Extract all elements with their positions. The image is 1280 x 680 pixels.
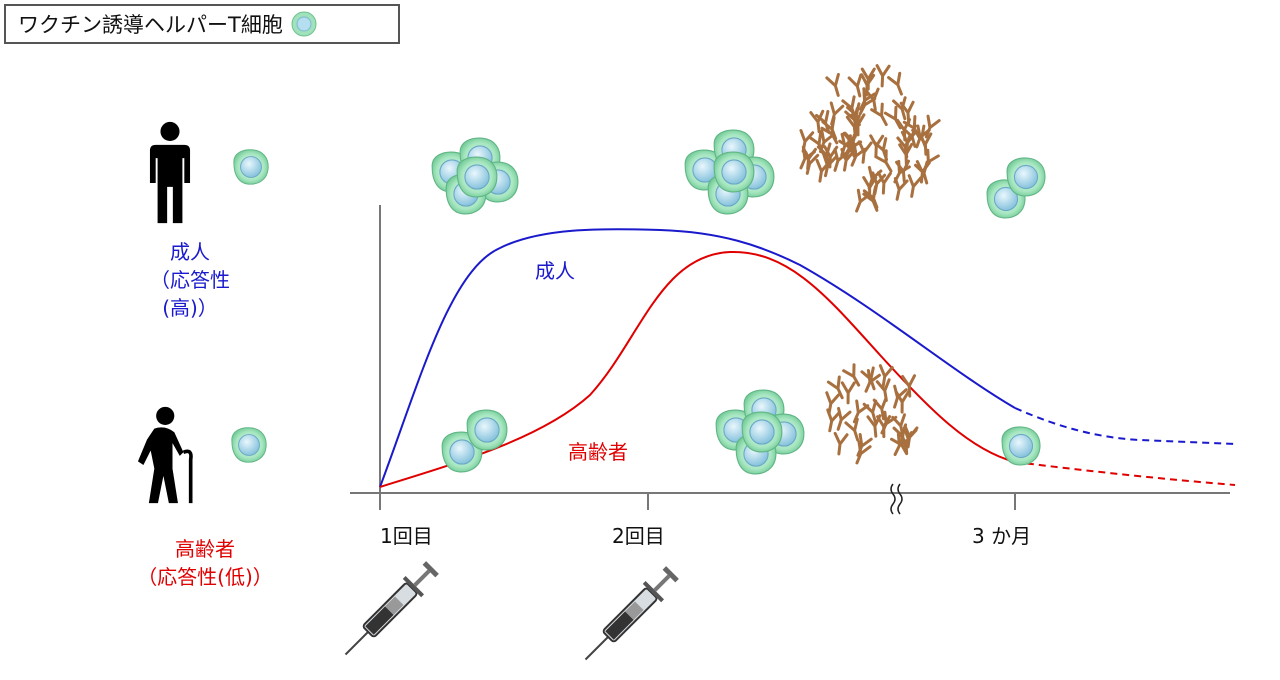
antibody-icon xyxy=(831,431,849,457)
adult-curve-label: 成人 xyxy=(535,259,575,283)
elderly-t-cell-single xyxy=(1001,426,1041,466)
adult-t-cell-cluster-1 xyxy=(431,137,519,215)
adult-t-cell-cluster-2 xyxy=(684,129,775,215)
adult-antibody-cluster xyxy=(793,64,941,215)
adult-label: 成人 xyxy=(170,240,210,264)
adult-t-cell-icon xyxy=(233,149,269,185)
elderly-response-projection xyxy=(1014,461,1236,486)
adult-response-curve xyxy=(379,228,1016,488)
antibody-icon xyxy=(793,145,816,172)
helper-t-cell-icon xyxy=(291,11,317,37)
elderly-person-icon xyxy=(135,404,193,506)
antibody-icon xyxy=(904,174,923,199)
elderly-response-label: （応答性(低)） xyxy=(137,565,273,589)
legend-title: ワクチン誘導ヘルパーT細胞 xyxy=(18,13,283,37)
antibody-icon xyxy=(821,391,841,417)
first-dose-syringe-icon xyxy=(334,556,444,666)
antibody-icon xyxy=(901,374,918,398)
adult-group-label: 成人 （応答性(高)） xyxy=(130,238,250,322)
antibody-icon xyxy=(887,71,909,98)
elderly-t-cell-icon xyxy=(231,427,267,463)
adult-t-cell-cluster-3 xyxy=(986,157,1046,219)
legend-box: ワクチン誘導ヘルパーT細胞 xyxy=(4,4,400,44)
second-dose-syringe-icon xyxy=(574,561,684,671)
elderly-t-cell-cluster-2 xyxy=(715,389,805,475)
elderly-curve-label: 高齢者 xyxy=(568,440,628,464)
antibody-icon xyxy=(830,406,852,433)
adult-response-label: （応答性(高)） xyxy=(150,268,230,320)
tick-label-3months: 3 か月 xyxy=(972,524,1032,548)
antibody-icon xyxy=(860,366,882,393)
adult-response-projection xyxy=(1014,407,1236,445)
axis-break-icon xyxy=(890,483,903,515)
elderly-t-cell-cluster-1 xyxy=(441,409,508,473)
antibody-icon xyxy=(840,381,856,405)
antibody-icon xyxy=(874,64,891,88)
tick-label-dose2: 2回目 xyxy=(612,524,665,548)
elderly-label: 高齢者 xyxy=(175,537,235,561)
antibody-icon xyxy=(825,72,846,99)
elderly-group-label: 高齢者 （応答性(低)） xyxy=(130,535,280,591)
adult-person-icon xyxy=(149,121,191,224)
tick-label-dose1: 1回目 xyxy=(380,524,433,548)
elderly-response-curve xyxy=(379,250,1016,488)
